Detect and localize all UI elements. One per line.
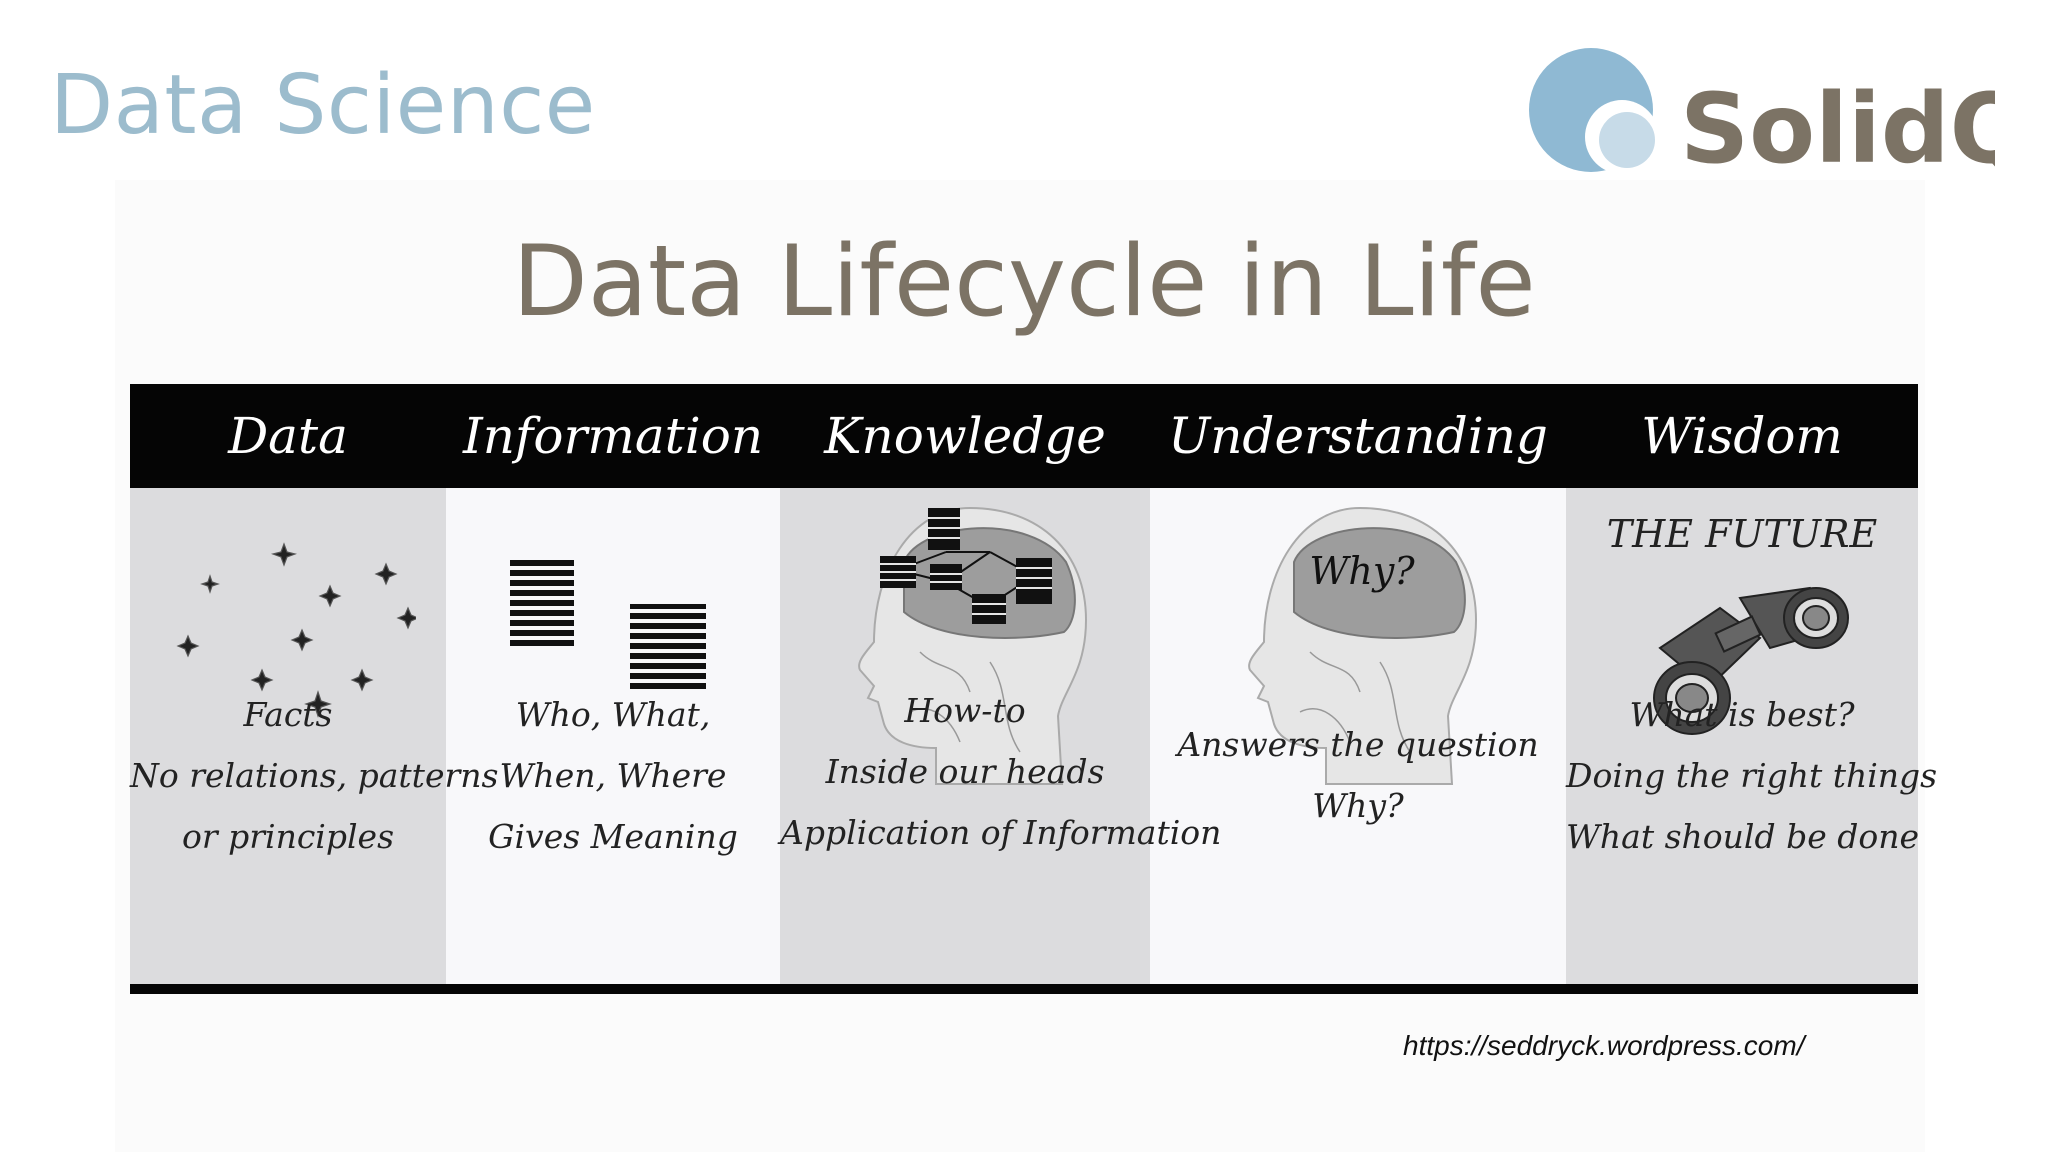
column-data <box>130 488 446 984</box>
section-title: Data Science <box>50 58 596 153</box>
caption-data: Facts No relations, patterns or principl… <box>130 684 499 867</box>
caption-line: What is best? <box>1629 695 1855 734</box>
caption-knowledge: How-to Inside our heads Application of I… <box>780 680 1222 863</box>
caption-line: What should be done <box>1566 817 1919 856</box>
lifecycle-table: Data Information Knowledge Understanding… <box>130 384 1938 994</box>
star-icon <box>318 584 342 608</box>
caption-line: No relations, patterns <box>130 756 499 795</box>
caption-line: Gives Meaning <box>488 817 738 856</box>
star-icon <box>350 668 374 692</box>
head-why-text: Why? <box>1309 549 1415 593</box>
caption-line: or principles <box>181 817 395 856</box>
head-nodes-illustration <box>858 506 1088 785</box>
star-icon <box>304 690 332 718</box>
caption-line: When, Where <box>499 756 727 795</box>
caption-line: Who, What, <box>515 695 711 734</box>
logo-circle-small <box>1599 112 1655 168</box>
caption-line: Application of Information <box>780 813 1222 852</box>
caption-line: Why? <box>1312 786 1404 825</box>
star-icon <box>250 668 274 692</box>
star-icon <box>176 634 200 658</box>
heading-information: Information <box>462 407 764 465</box>
star-icon <box>396 606 416 630</box>
binoculars-icon <box>1653 586 1849 735</box>
caption-information: Who, What, When, Where Gives Meaning <box>446 684 780 867</box>
star-icon <box>374 562 398 586</box>
stars-illustration <box>176 542 416 718</box>
column-information <box>446 488 780 984</box>
main-title: Data Lifecycle in Life <box>512 225 1536 339</box>
table-bottom-border <box>130 984 1918 994</box>
the-future-text: THE FUTURE <box>1606 512 1878 556</box>
logo-text: SolidQ <box>1680 73 1995 185</box>
caption-line: Facts <box>243 695 333 734</box>
stacked-bars-illustration <box>510 560 706 689</box>
source-link[interactable]: https://seddryck.wordpress.com/ <box>1403 1030 1805 1061</box>
heading-knowledge: Knowledge <box>824 407 1106 465</box>
star-icon <box>290 628 314 652</box>
star-icon <box>200 574 220 594</box>
caption-line: Inside our heads <box>825 752 1105 791</box>
head-question-illustration: Why? <box>1248 506 1478 785</box>
heading-understanding: Understanding <box>1168 407 1548 465</box>
heading-data: Data <box>228 407 348 465</box>
column-wisdom <box>1566 488 1918 984</box>
caption-line: Doing the right things <box>1566 756 1938 795</box>
heading-wisdom: Wisdom <box>1641 407 1843 465</box>
solidq-logo: SolidQ <box>1525 40 1995 190</box>
star-icon <box>270 542 298 567</box>
caption-line: Answers the question <box>1177 725 1539 764</box>
caption-wisdom: What is best? Doing the right things Wha… <box>1566 684 1938 867</box>
table-header <box>130 384 1918 488</box>
caption-line: How-to <box>904 691 1026 730</box>
caption-understanding: Answers the question Why? <box>1150 714 1566 836</box>
